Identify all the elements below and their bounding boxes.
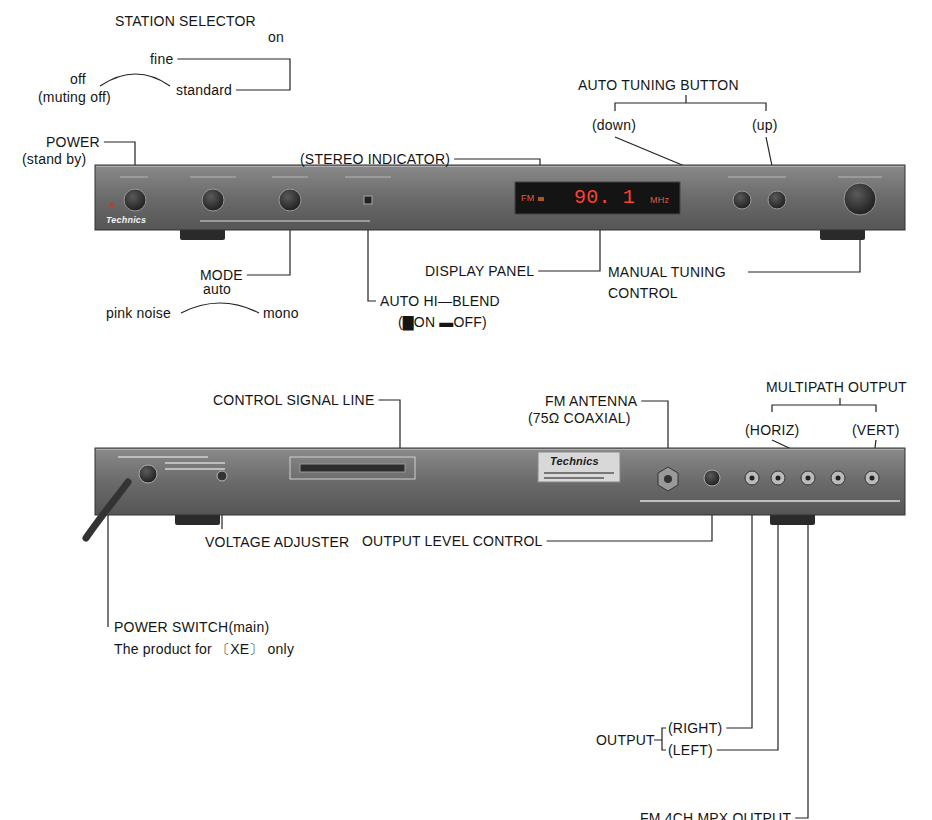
callout-label: VOLTAGE ADJUSTER bbox=[205, 533, 349, 551]
position-label: (RIGHT) bbox=[668, 719, 722, 737]
selector-knob bbox=[202, 189, 224, 211]
power-knob bbox=[124, 189, 146, 211]
fine-print bbox=[728, 176, 786, 178]
panel-body bbox=[95, 165, 905, 230]
output-jack bbox=[745, 471, 759, 485]
fine-print bbox=[118, 456, 208, 458]
callout-label: FM 4CH MPX OUTPUT bbox=[640, 809, 791, 820]
callout-label: STATION SELECTOR bbox=[115, 12, 256, 30]
position-label: pink noise bbox=[106, 304, 171, 322]
callout-label: OUTPUT bbox=[596, 731, 655, 749]
position-label: on bbox=[268, 28, 284, 46]
position-label: auto bbox=[203, 280, 231, 298]
output-level-knob bbox=[704, 470, 720, 486]
callout-label: MULTIPATH OUTPUT bbox=[766, 378, 907, 396]
fine-print bbox=[165, 468, 225, 470]
output-jack bbox=[771, 471, 785, 485]
fine-print bbox=[272, 176, 308, 178]
panel-edge bbox=[96, 449, 904, 450]
callout-label: POWER bbox=[46, 133, 100, 151]
selector-arc bbox=[100, 74, 170, 86]
position-label: mono bbox=[263, 304, 299, 322]
fine-print bbox=[640, 500, 900, 502]
callout-label: AUTO HI—BLEND bbox=[380, 292, 500, 310]
fine-print bbox=[165, 462, 225, 464]
jack-hole bbox=[776, 476, 781, 481]
leader-line bbox=[726, 490, 752, 728]
name-plate bbox=[538, 452, 620, 482]
callout-label: POWER SWITCH(main) bbox=[114, 618, 269, 636]
fine-print bbox=[200, 220, 370, 222]
leader-line bbox=[717, 490, 778, 750]
antenna-connector bbox=[658, 467, 678, 491]
antenna-pin bbox=[664, 475, 672, 483]
position-label: (muting off) bbox=[38, 88, 111, 106]
panel-body bbox=[95, 448, 905, 515]
callout-label: (75Ω COAXIAL) bbox=[528, 409, 631, 427]
multipath-jack bbox=[831, 471, 845, 485]
position-label: (HORIZ) bbox=[745, 421, 799, 439]
leader-line bbox=[378, 400, 400, 455]
fine-print bbox=[120, 176, 148, 178]
position-label: (VERT) bbox=[852, 421, 900, 439]
fine-print bbox=[544, 477, 604, 479]
callout-label: FM ANTENNA bbox=[545, 392, 637, 410]
hi-blend-switch bbox=[364, 196, 372, 204]
callout-label: MANUAL TUNING CONTROL bbox=[608, 262, 740, 304]
callout-label: OUTPUT LEVEL CONTROL bbox=[362, 532, 543, 550]
fine-print bbox=[345, 176, 391, 178]
jack-hole bbox=[806, 476, 811, 481]
jack-hole bbox=[836, 476, 841, 481]
tuning-bracket bbox=[615, 95, 766, 111]
power-switch bbox=[139, 465, 157, 483]
multipath-jack bbox=[865, 471, 879, 485]
position-label: (▇ON ▬OFF) bbox=[398, 313, 487, 331]
mpx-jack bbox=[801, 471, 815, 485]
tuning-button bbox=[733, 191, 751, 209]
fine-print bbox=[190, 176, 236, 178]
brand-mark: Technics bbox=[106, 215, 146, 226]
callout-label: CONTROL SIGNAL LINE bbox=[213, 391, 374, 409]
display-text: MHz bbox=[650, 195, 669, 206]
callout-label: (STEREO INDICATOR) bbox=[300, 150, 450, 168]
control-connector bbox=[300, 464, 405, 472]
frequency-readout: 90. 1 bbox=[574, 186, 635, 210]
mode-arc bbox=[181, 303, 259, 313]
leader-line bbox=[795, 490, 808, 818]
multipath-bracket bbox=[772, 398, 876, 412]
position-label: fine bbox=[150, 50, 173, 68]
front-panel bbox=[95, 165, 905, 240]
fine-print bbox=[838, 176, 882, 178]
voltage-adjuster bbox=[217, 471, 227, 481]
panel-edge bbox=[96, 166, 904, 167]
position-label: (up) bbox=[752, 116, 778, 134]
jack-hole bbox=[870, 476, 875, 481]
callout-label: DISPLAY PANEL bbox=[425, 262, 534, 280]
standby-lamp bbox=[110, 203, 114, 207]
note-text: The product for 〔XE〕 only bbox=[114, 640, 294, 658]
position-label: (stand by) bbox=[22, 150, 86, 168]
control-signal-box bbox=[290, 457, 415, 479]
callout-label: AUTO TUNING BUTTON bbox=[578, 76, 739, 94]
position-label: off bbox=[70, 70, 86, 88]
rear-panel bbox=[86, 448, 905, 538]
position-label: standard bbox=[176, 81, 232, 99]
display-text: FM bbox=[521, 193, 534, 204]
position-label: (down) bbox=[592, 116, 636, 134]
stereo-lamp bbox=[538, 197, 544, 201]
jack-hole bbox=[750, 476, 755, 481]
brand-mark: Technics bbox=[550, 454, 599, 468]
output-bracket bbox=[654, 728, 666, 750]
position-label: (LEFT) bbox=[668, 741, 713, 759]
tuning-button bbox=[768, 191, 786, 209]
fine-print bbox=[544, 472, 614, 474]
display-window bbox=[515, 182, 680, 214]
mode-knob bbox=[279, 189, 301, 211]
power-cord bbox=[86, 482, 128, 538]
manual-tuning-knob bbox=[844, 183, 876, 215]
